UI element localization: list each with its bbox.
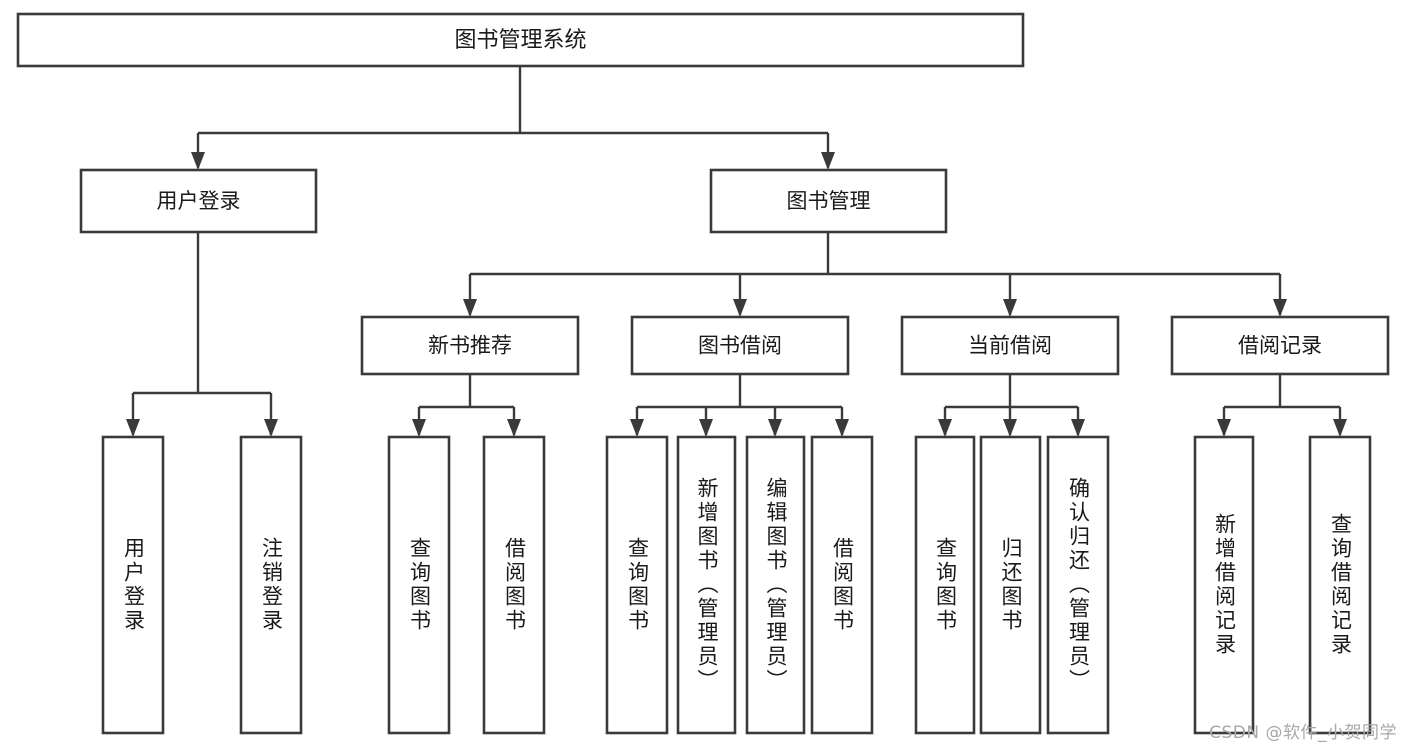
node-box-leaf-edit-book[interactable] <box>745 435 806 735</box>
node-box-leaf-return-book[interactable] <box>979 435 1042 735</box>
arrow-head-icon <box>733 299 747 317</box>
node-label-current-borrow: 当前借阅 <box>968 334 1052 358</box>
node-box-leaf-query-record[interactable] <box>1308 435 1372 735</box>
arrow-head-icon <box>1333 419 1347 437</box>
connector-bookmanage_to_level3 <box>468 232 1282 315</box>
watermark-text: CSDN @软件_小贺同学 <box>1209 723 1397 743</box>
node-box-book-borrow[interactable] <box>630 315 850 376</box>
node-box-leaf-query-book-bor[interactable] <box>605 435 669 735</box>
connector-borrowrecord_to_leaves <box>1222 374 1342 435</box>
node-label-root: 图书管理系统 <box>454 28 586 53</box>
node-box-leaf-add-book[interactable] <box>676 435 737 735</box>
arrow-head-icon <box>1003 419 1017 437</box>
arrow-head-icon <box>630 419 644 437</box>
node-box-user-login[interactable] <box>79 168 318 234</box>
arrow-head-icon <box>1003 299 1017 317</box>
arrow-head-icon <box>938 419 952 437</box>
node-box-leaf-user-logout[interactable] <box>239 435 303 735</box>
arrow-head-icon <box>699 419 713 437</box>
arrow-head-icon <box>412 419 426 437</box>
arrow-head-icon <box>463 299 477 317</box>
arrow-head-icon <box>1071 419 1085 437</box>
arrow-head-icon <box>1217 419 1231 437</box>
node-label-book-manage: 图书管理 <box>787 189 871 213</box>
arrow-head-icon <box>126 419 140 437</box>
node-label-user-login: 用户登录 <box>157 189 241 213</box>
node-box-leaf-user-login[interactable] <box>101 435 165 735</box>
arrow-head-icon <box>835 419 849 437</box>
node-box-borrow-record[interactable] <box>1170 315 1390 376</box>
node-box-leaf-confirm-return[interactable] <box>1046 435 1110 735</box>
connector-userlogin_to_leaves <box>131 232 273 435</box>
node-box-leaf-add-record[interactable] <box>1193 435 1255 735</box>
arrow-head-icon <box>821 152 835 170</box>
node-box-root[interactable] <box>16 12 1025 68</box>
arrow-head-icon <box>191 152 205 170</box>
node-label-book-borrow: 图书借阅 <box>698 334 782 358</box>
node-box-book-manage[interactable] <box>709 168 948 234</box>
connector-layer <box>126 66 1347 437</box>
node-label-new-book-rec: 新书推荐 <box>428 334 512 358</box>
node-box-new-book-rec[interactable] <box>360 315 580 376</box>
node-label-borrow-record: 借阅记录 <box>1238 334 1322 358</box>
node-layer <box>16 12 1390 735</box>
connector-root_to_level2 <box>196 66 830 168</box>
arrow-head-icon <box>264 419 278 437</box>
arrow-head-icon <box>1273 299 1287 317</box>
node-box-current-borrow[interactable] <box>900 315 1120 376</box>
connector-bookborrow_to_leaves <box>635 374 844 435</box>
node-box-leaf-query-book-cur[interactable] <box>914 435 976 735</box>
node-box-leaf-borrow-book-rec[interactable] <box>482 435 546 735</box>
node-box-leaf-query-book-rec[interactable] <box>387 435 451 735</box>
node-box-leaf-borrow-book-bor[interactable] <box>810 435 874 735</box>
arrow-head-icon <box>507 419 521 437</box>
connector-newbook_to_leaves <box>417 374 516 435</box>
arrow-head-icon <box>768 419 782 437</box>
